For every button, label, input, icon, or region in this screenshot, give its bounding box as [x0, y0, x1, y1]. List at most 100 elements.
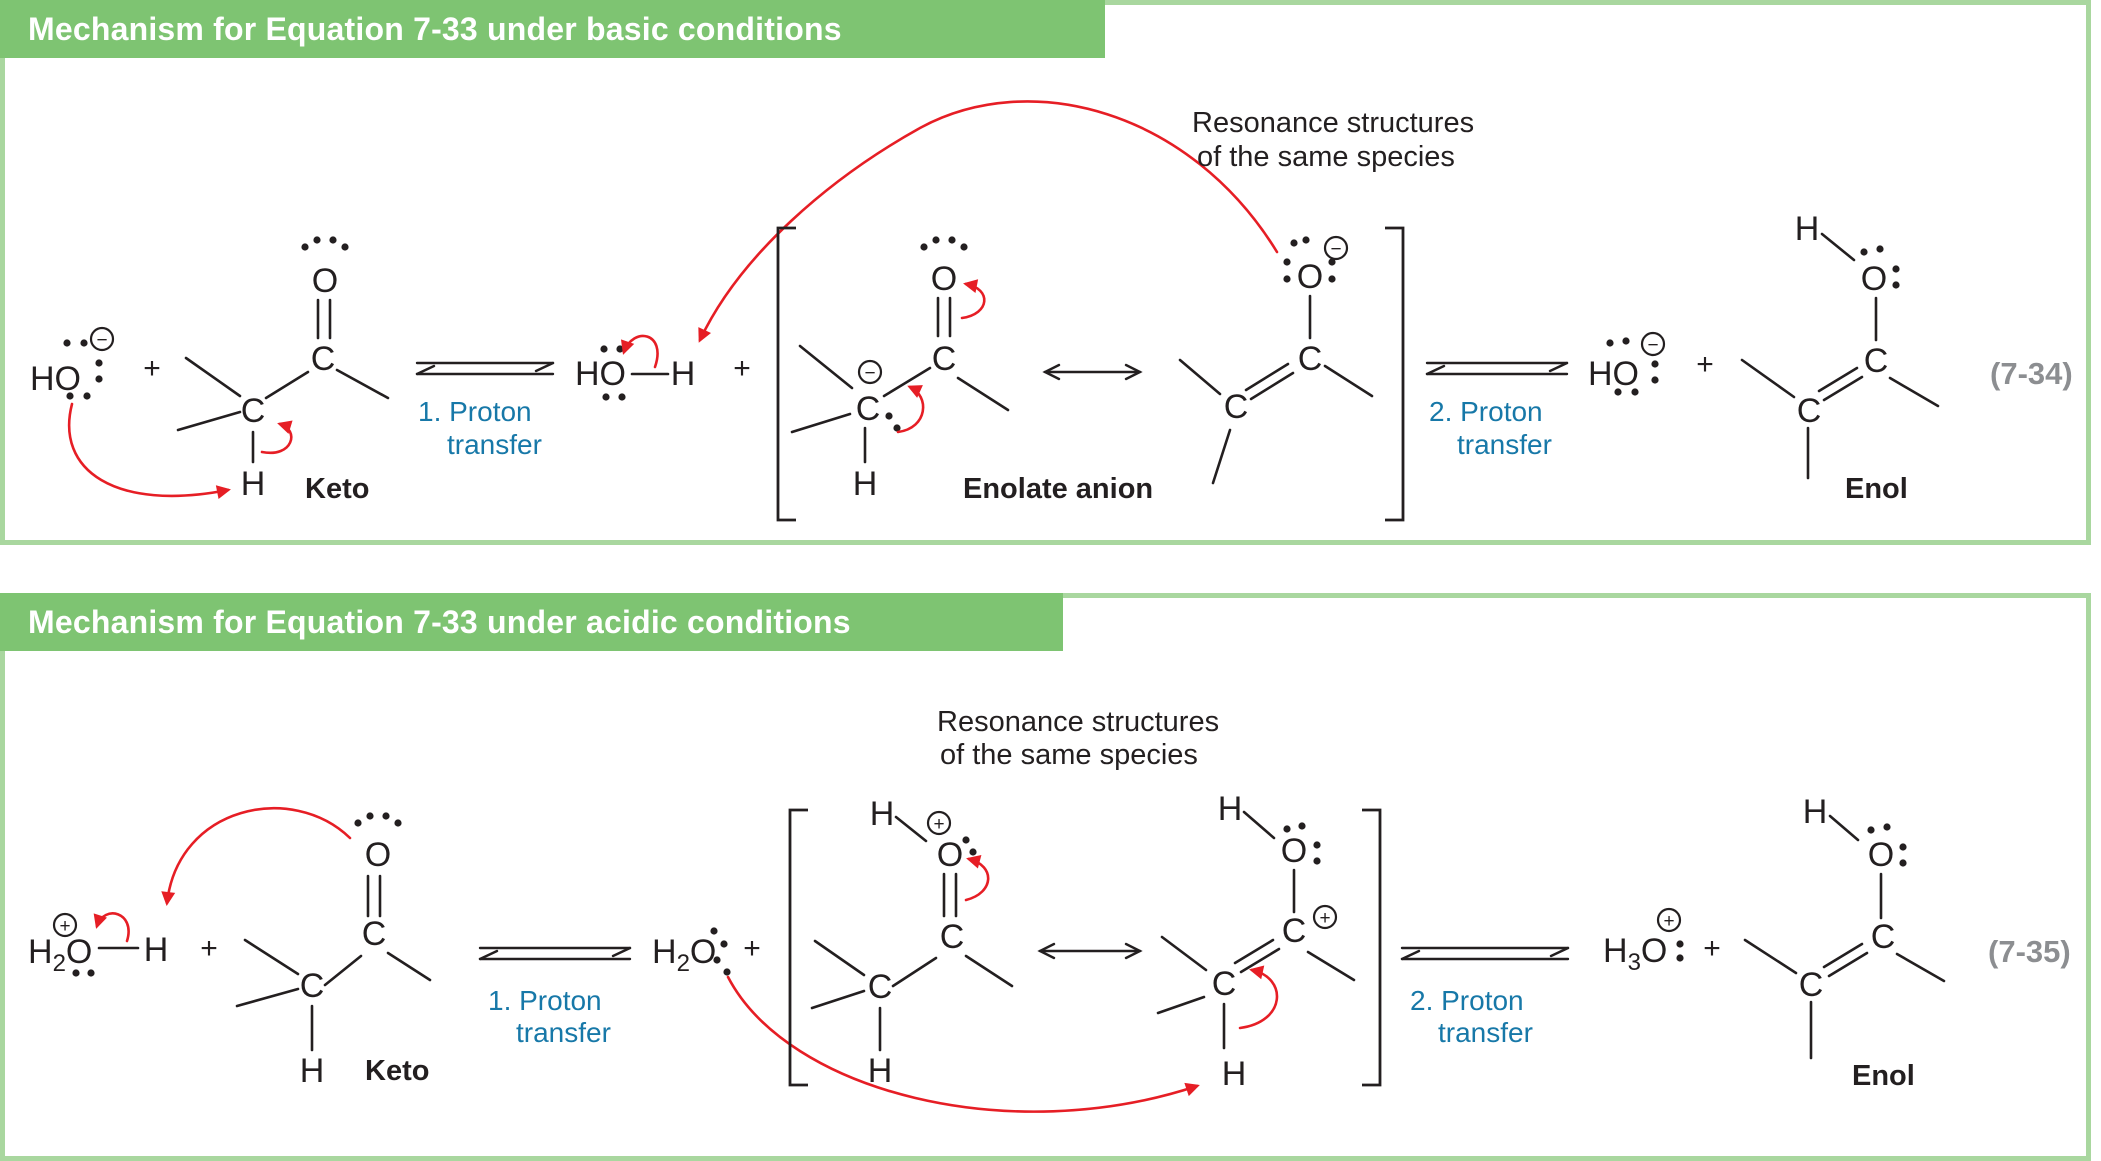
- plus-sign: +: [143, 352, 161, 385]
- oxyanion-oxygen: O: [1297, 258, 1323, 296]
- step2-label-line1: 2. Proton: [1410, 985, 1524, 1016]
- plus-charge: +: [1663, 911, 1674, 932]
- curved-arrow-pi-to-oxygen: [960, 279, 986, 320]
- protonated-oxygen: O: [937, 836, 963, 874]
- resonance-double-arrow-acidic: [1037, 942, 1143, 960]
- step2-label-line2: transfer: [1457, 429, 1552, 460]
- hydronium-ion-right: H3O +: [1603, 907, 1684, 976]
- step1-label-line1: 1. Proton: [488, 985, 602, 1016]
- subscript-3: 3: [1628, 949, 1641, 976]
- enol-carbon-right: C: [1871, 918, 1896, 956]
- subscript-2: 2: [677, 950, 690, 977]
- hydroxyl-oxygen: O: [1281, 832, 1307, 870]
- acidic-proton: H: [144, 931, 169, 969]
- carbonyl-carbon: C: [932, 340, 957, 378]
- subscript-2: 2: [53, 950, 66, 977]
- alpha-hydrogen: H: [1222, 1055, 1247, 1093]
- enol-oxygen: O: [1868, 836, 1894, 874]
- keto-molecule-acidic: C C O H Keto: [235, 812, 432, 1090]
- curved-arrow-hydroxide-to-proton: [67, 402, 231, 499]
- enol-molecule-acidic: H O C C Enol: [1743, 793, 1946, 1092]
- plus-charge-circle: [52, 912, 78, 938]
- oxocarbenium-structure: H O C + C H: [1156, 790, 1356, 1093]
- h3o-formula: H3O: [1603, 932, 1667, 976]
- enol-label: Enol: [1845, 473, 1908, 505]
- curved-arrow-pi-to-oxygen: [964, 854, 990, 902]
- panel-basic-conditions: [0, 0, 2091, 545]
- equilibrium-arrows-2-acidic: [1400, 946, 1570, 961]
- panel-title-acidic: Mechanism for Equation 7-33 under acidic…: [28, 603, 851, 640]
- carbonyl-carbon: C: [940, 918, 965, 956]
- water-oh-molecule-basic: HO H: [575, 334, 696, 401]
- plus-sign: +: [743, 932, 761, 965]
- carbonyl-carbon: C: [311, 340, 336, 378]
- carbonyl-oxygen: O: [312, 262, 338, 300]
- o-symbol: O: [1641, 932, 1667, 970]
- curved-arrow-lone-pair-to-bond: [896, 385, 925, 434]
- h2o-formula: H2O: [28, 933, 92, 977]
- bracket-left-basic: [776, 226, 796, 522]
- enolate-oxyanion-structure: O − C C: [1178, 235, 1374, 485]
- enol-hydrogen: H: [1803, 793, 1828, 831]
- minus-charge: −: [96, 330, 107, 351]
- enolate-carbon-left: C: [1224, 388, 1249, 426]
- step1-label-line1: 1. Proton: [418, 396, 532, 427]
- caption-line1: Resonance structures: [1192, 107, 1474, 139]
- hydrogen: H: [853, 465, 878, 503]
- hydroxide-formula: HO: [30, 360, 81, 398]
- h-symbol: H: [28, 933, 53, 971]
- curved-arrow-carbonyl-oxygen-to-proton: [161, 807, 352, 906]
- minus-charge: −: [1647, 335, 1658, 356]
- enol-label: Enol: [1852, 1060, 1915, 1092]
- alpha-hydrogen: H: [241, 465, 266, 503]
- minus-charge-circle: [857, 359, 883, 385]
- enolate-carbanion-structure: − C C O H Enolate anion: [790, 236, 1153, 505]
- o-symbol: O: [66, 933, 92, 971]
- carbonyl-carbon: C: [362, 915, 387, 953]
- alpha-hydrogen: H: [868, 1052, 893, 1090]
- step1-label-line2: transfer: [447, 429, 542, 460]
- curved-arrow-oh-bond-to-oxygen: [93, 912, 130, 943]
- resonance-double-arrow-basic: [1042, 363, 1143, 381]
- panel-title-basic: Mechanism for Equation 7-33 under basic …: [28, 10, 842, 47]
- enol-molecule-basic: H O C C Enol: [1740, 210, 1940, 505]
- hydroxide-ion-left: HO −: [30, 326, 231, 499]
- curved-arrow-enolate-oxygen-to-water: [698, 100, 1279, 343]
- h2o-formula: H2O: [652, 933, 716, 977]
- enol-oxygen: O: [1861, 260, 1887, 298]
- resonance-caption-basic: Resonance structures of the same species: [1192, 107, 1474, 173]
- oxygen-hydrogen: H: [870, 795, 895, 833]
- plus-charge-circle: [926, 810, 952, 836]
- bracket-left-acidic: [788, 808, 808, 1087]
- water-molecule-acidic: H2O: [652, 927, 1200, 1113]
- minus-charge-circle: [1640, 331, 1666, 357]
- keto-label: Keto: [305, 473, 369, 505]
- alpha-carbon: C: [868, 968, 893, 1006]
- h-symbol: H: [652, 933, 677, 971]
- plus-sign: +: [200, 932, 218, 965]
- curved-arrow-oh-bond-to-oxygen: [620, 334, 659, 369]
- o-symbol: O: [690, 933, 716, 971]
- keto-label: Keto: [365, 1055, 429, 1087]
- keto-molecule-basic: C C O H Keto: [176, 236, 390, 505]
- step2-label-line2: transfer: [1438, 1017, 1533, 1048]
- equilibrium-arrows-1-basic: [415, 361, 555, 376]
- water-proton: H: [671, 355, 696, 393]
- h-symbol: H: [1603, 932, 1628, 970]
- enol-carbon-left: C: [1797, 392, 1822, 430]
- resonance-caption-acidic: Resonance structures of the same species: [937, 706, 1219, 771]
- header-band-acidic: Mechanism for Equation 7-33 under acidic…: [0, 593, 1063, 651]
- alpha-carbon: C: [300, 967, 325, 1005]
- hydroxide-formula: HO: [1588, 355, 1639, 393]
- plus-sign: +: [1703, 932, 1721, 965]
- plus-sign: +: [733, 352, 751, 385]
- carbocation-carbon: C: [1282, 912, 1307, 950]
- equilibrium-arrows-2-basic: [1425, 361, 1569, 376]
- step2-label-line1: 2. Proton: [1429, 396, 1543, 427]
- alpha-hydrogen: H: [300, 1052, 325, 1090]
- curved-arrow-ch-bond: [260, 420, 293, 455]
- caption-line1: Resonance structures: [937, 706, 1219, 738]
- alpha-carbon: C: [241, 392, 266, 430]
- minus-charge-circle: [89, 326, 115, 352]
